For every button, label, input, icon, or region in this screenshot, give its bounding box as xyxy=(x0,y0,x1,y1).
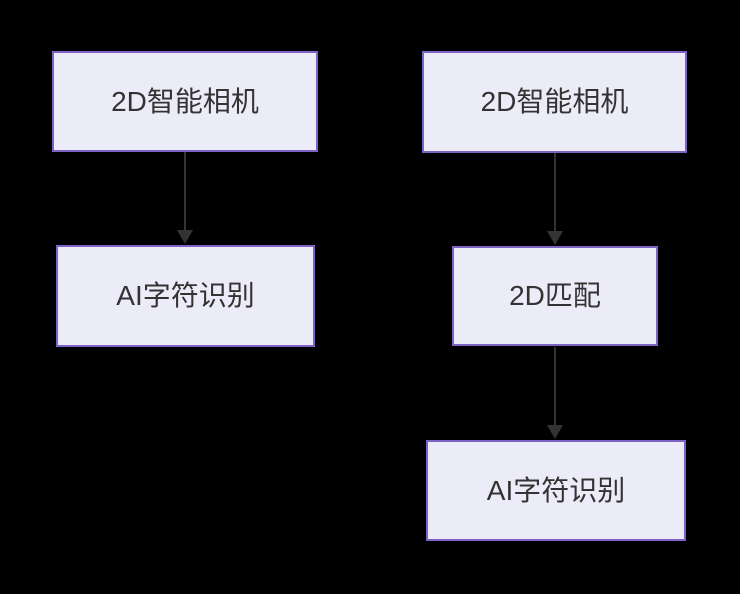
arrow-line xyxy=(184,152,186,230)
arrow-down-right-flow-upper xyxy=(547,153,563,245)
arrow-line xyxy=(554,153,556,231)
arrowhead-down-icon xyxy=(547,231,563,245)
flow-node-2d-smart-camera-left: 2D智能相机 xyxy=(52,51,318,152)
flow-node-2d-matching: 2D匹配 xyxy=(452,246,658,346)
arrowhead-down-icon xyxy=(547,425,563,439)
arrow-line xyxy=(554,347,556,425)
arrow-down-left-flow xyxy=(177,152,193,244)
arrowhead-down-icon xyxy=(177,230,193,244)
flow-node-ai-character-recognition-left: AI字符识别 xyxy=(56,245,315,347)
flow-node-ai-character-recognition-right: AI字符识别 xyxy=(426,440,686,541)
arrow-down-right-flow-lower xyxy=(547,347,563,439)
flow-node-2d-smart-camera-right: 2D智能相机 xyxy=(422,51,687,153)
